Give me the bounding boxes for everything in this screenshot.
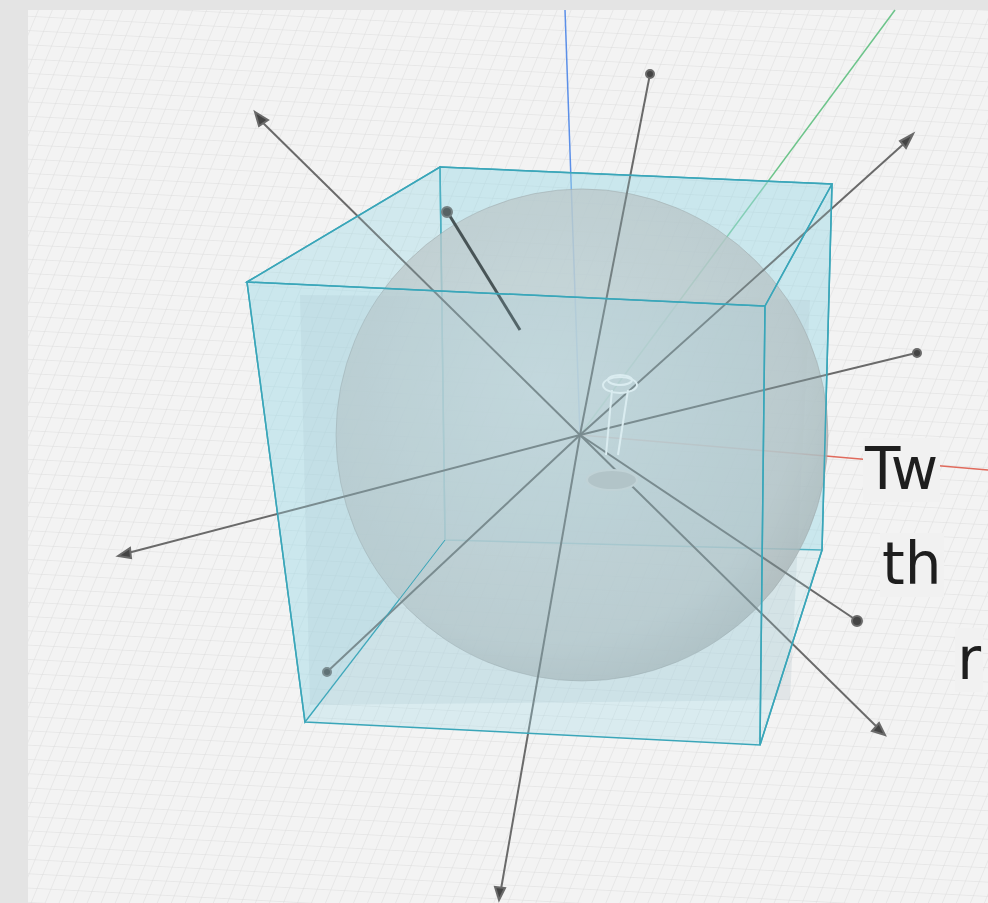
overlay-text: r — [955, 628, 983, 692]
overlay-text: Tw — [863, 438, 940, 502]
overlay-text: th — [880, 533, 944, 597]
